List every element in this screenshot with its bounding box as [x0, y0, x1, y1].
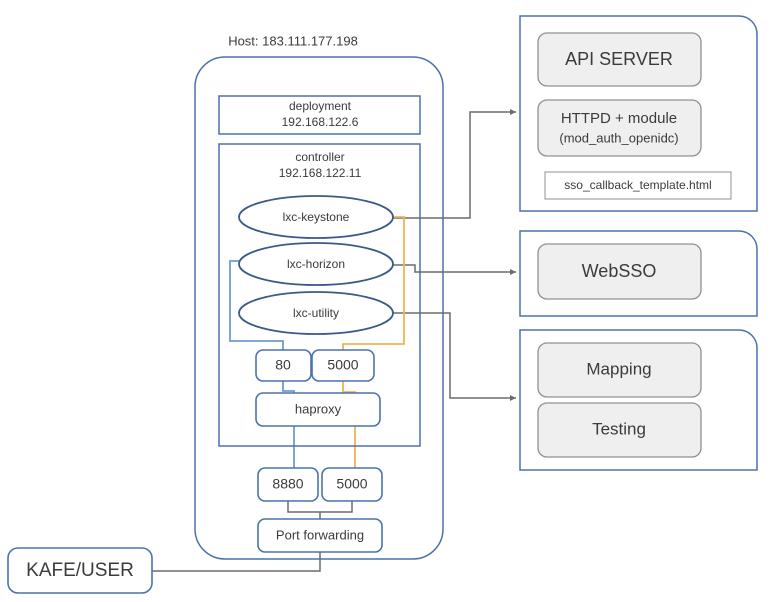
internal-port-80-label: 80 — [275, 357, 291, 373]
host-title: Host: 183.111.177.198 — [228, 33, 358, 48]
link-8880-to-port-forwarding — [287, 500, 321, 522]
websso-item-websso[interactable] — [537, 243, 702, 300]
sso-callback-template-label: sso_callback_template.html — [564, 178, 711, 192]
api-server-label: API SERVER — [565, 49, 673, 69]
container-lxc-keystone-label: lxc-keystone — [283, 210, 350, 224]
port-forwarding-box[interactable] — [257, 518, 383, 553]
mapping-item-mapping[interactable] — [537, 342, 702, 398]
container-lxc-horizon-label: lxc-horizon — [287, 257, 345, 271]
websso-panel — [519, 230, 758, 317]
mapping-item-testing[interactable] — [537, 402, 702, 458]
mapping-panel — [519, 329, 758, 471]
api-server-item-httpd[interactable] — [537, 99, 702, 157]
exposed-port-5000[interactable] — [321, 467, 383, 502]
controller-ip: 192.168.122.11 — [279, 166, 362, 180]
api-server-panel — [519, 15, 758, 212]
container-lxc-utility[interactable] — [238, 291, 394, 335]
haproxy-label: haproxy — [295, 401, 342, 416]
controller-box — [218, 143, 421, 447]
link-utility-to-mapping — [386, 312, 516, 401]
container-lxc-utility-label: lxc-utility — [293, 306, 339, 320]
deployment-box — [218, 95, 421, 135]
controller-name: controller — [295, 150, 344, 164]
httpd-label: HTTPD + module — [561, 110, 677, 127]
exposed-port-8880[interactable] — [257, 467, 319, 502]
client-kafe-user-box[interactable] — [7, 547, 153, 594]
httpd-sublabel: (mod_auth_openidc) — [559, 130, 678, 145]
internal-port-5000-label: 5000 — [327, 357, 358, 373]
internal-port-80[interactable] — [255, 349, 312, 382]
mapping-label: Mapping — [586, 359, 651, 378]
link-keystone-to-api-server — [393, 109, 516, 219]
link-port-forwarding-to-client — [152, 548, 321, 572]
exposed-port-8880-label: 8880 — [272, 476, 303, 492]
client-kafe-user-label: KAFE/USER — [26, 560, 134, 581]
host-boundary — [194, 56, 444, 560]
haproxy-box[interactable] — [255, 392, 381, 427]
link-horizon-to-port-80 — [229, 260, 284, 352]
container-lxc-horizon[interactable] — [238, 242, 394, 286]
testing-label: Testing — [592, 419, 646, 438]
port-forwarding-label: Port forwarding — [276, 527, 364, 542]
container-lxc-keystone[interactable] — [238, 195, 394, 239]
exposed-port-5000-label: 5000 — [336, 476, 367, 492]
deployment-ip: 192.168.122.6 — [282, 115, 359, 129]
link-keystone-to-port-5000 — [342, 216, 405, 352]
link-5000-to-port-forwarding — [320, 500, 353, 513]
link-horizon-to-websso — [386, 264, 516, 275]
deployment-name: deployment — [289, 99, 352, 113]
websso-label: WebSSO — [582, 261, 657, 281]
api-server-item-api-server[interactable] — [537, 32, 702, 87]
internal-port-5000[interactable] — [311, 349, 375, 382]
api-server-item-sso-callback-template[interactable] — [544, 171, 732, 200]
